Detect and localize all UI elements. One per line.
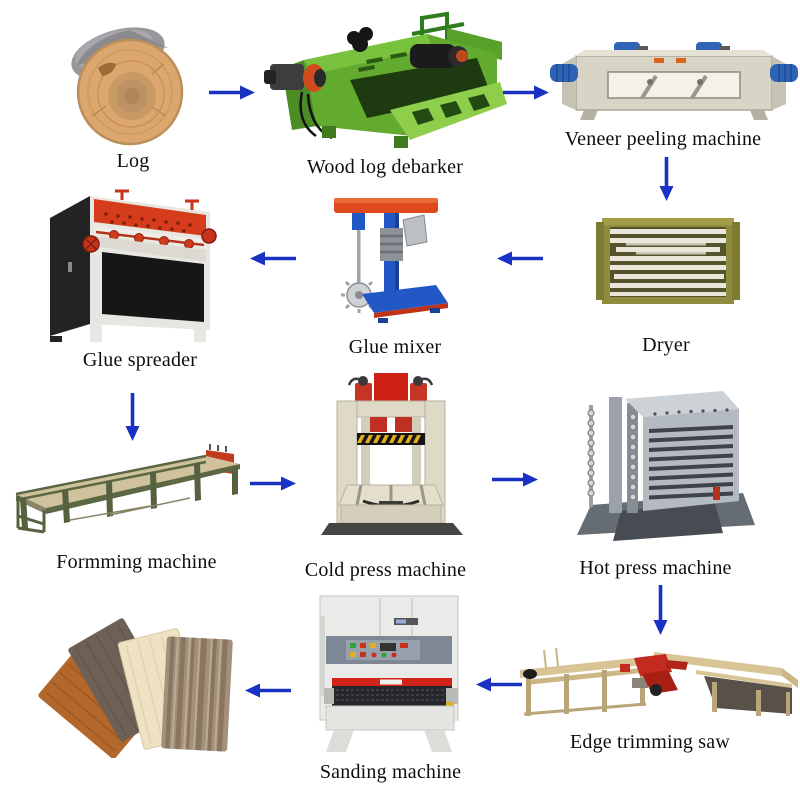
- log-image: [68, 20, 188, 148]
- veneer-peeling-machine-label: Veneer peeling machine: [564, 128, 762, 150]
- dryer-label: Dryer: [642, 334, 690, 356]
- arrow-forming-to-coldpress: [250, 476, 296, 491]
- glue-spreader-label: Glue spreader: [82, 349, 198, 371]
- arrow-peeler-to-dryer: [659, 157, 674, 201]
- wood-log-debarker-image: [262, 8, 507, 156]
- formming-machine-label: Formming machine: [56, 551, 217, 573]
- glue-mixer-label: Glue mixer: [348, 336, 442, 358]
- arrow-spreader-to-forming: [125, 393, 140, 441]
- dryer-image: [596, 210, 740, 312]
- arrow-dryer-to-mixer: [497, 251, 543, 266]
- glue-mixer-image: [324, 190, 450, 324]
- cold-press-machine-label: Cold press machine: [304, 559, 467, 581]
- arrow-coldpress-to-hotpress: [492, 472, 538, 487]
- veneer-peeling-machine-image: [550, 40, 798, 124]
- sanding-machine-label: Sanding machine: [319, 761, 462, 783]
- cold-press-machine-image: [317, 371, 465, 551]
- wood-log-debarker-label: Wood log debarker: [306, 156, 464, 178]
- hot-press-machine-label: Hot press machine: [579, 557, 732, 579]
- sanding-machine-image: [308, 590, 470, 756]
- arrow-mixer-to-spreader: [250, 251, 296, 266]
- formming-machine-image: [10, 436, 252, 534]
- arrow-sander-to-boards: [245, 683, 291, 698]
- arrow-log-to-debarker: [209, 85, 255, 100]
- edge-trimming-saw-image: [516, 638, 798, 730]
- log-label: Log: [116, 150, 150, 172]
- edge-trimming-saw-label: Edge trimming saw: [569, 731, 731, 753]
- arrow-hotpress-to-edgesaw: [653, 585, 668, 635]
- hot-press-machine-image: [563, 383, 755, 545]
- arrow-edgesaw-to-sander: [476, 677, 522, 692]
- arrow-debarker-to-peeler: [503, 85, 549, 100]
- glue-spreader-image: [44, 184, 218, 344]
- plywood-boards-image: [38, 616, 234, 758]
